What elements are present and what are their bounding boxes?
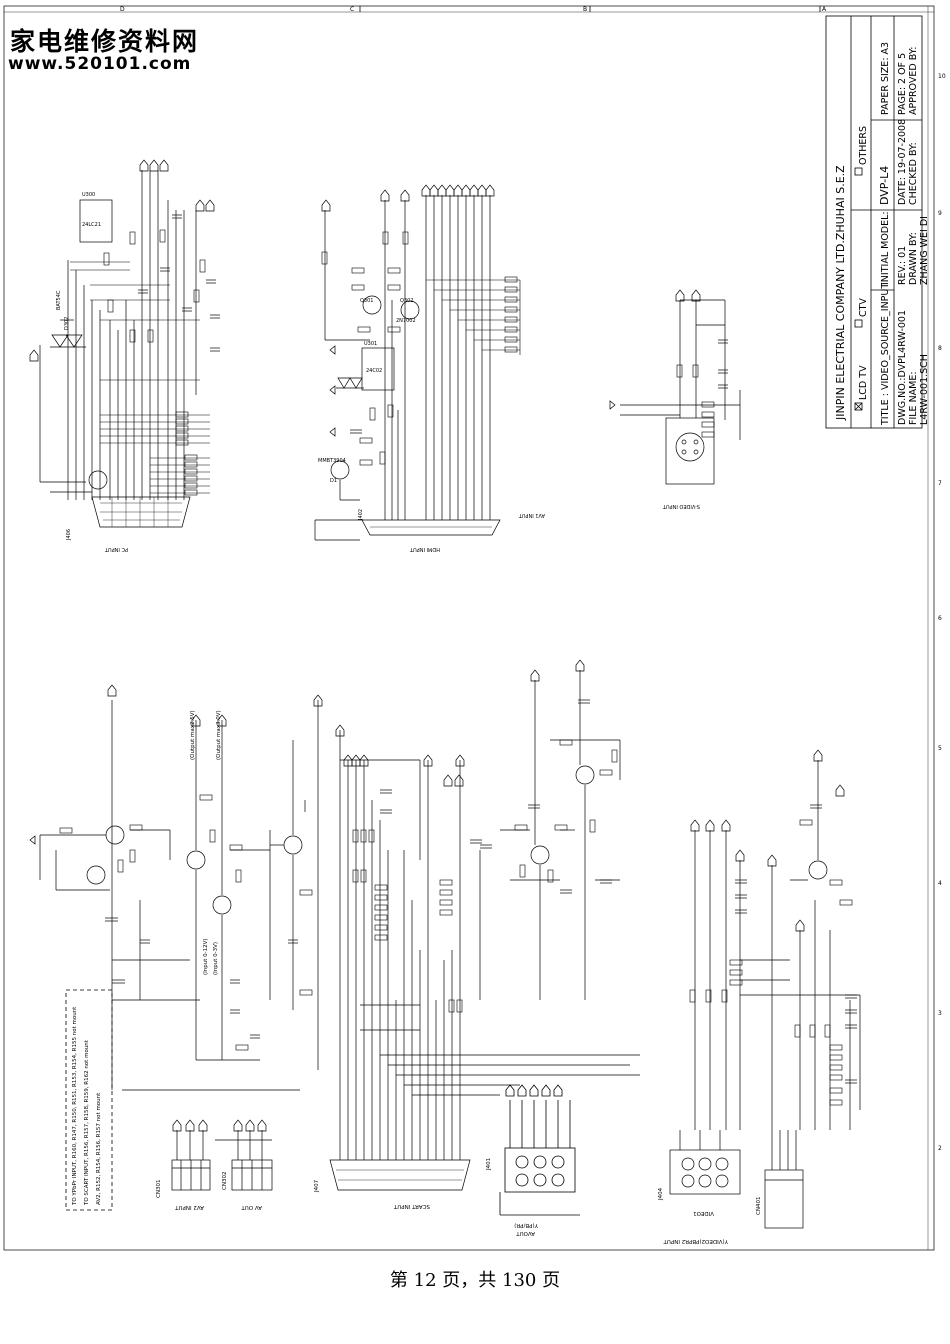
company-name: JINPIN ELECTRIAL COMPANY LTD.ZHUHAI S.E.… — [834, 165, 847, 421]
row-marker: 6 — [938, 615, 942, 622]
q302-part: 2N7002 — [396, 318, 416, 324]
drawn-by-label: DRAWN BY: — [908, 232, 919, 285]
rev: REV.: 01 — [897, 246, 908, 285]
approved-by: APPROVED BY: — [908, 47, 919, 115]
col-marker-c: C — [350, 6, 354, 13]
annotation-input-012: (Input 0-12V) — [203, 938, 209, 975]
option-lcd-tv: LCD TV — [858, 365, 869, 400]
pc-connector-ref: J406 — [66, 529, 72, 541]
annotation-input-03: (Input 0-3V) — [213, 942, 219, 975]
hdmi-eeprom-part: 24C02 — [366, 368, 382, 374]
row-marker: 2 — [938, 1145, 942, 1152]
annotation-output-max30: (Output max3.0V) — [216, 710, 222, 760]
hdmi-connector-label: HDMI INPUT — [409, 546, 440, 552]
row-marker: 7 — [938, 480, 942, 487]
s-video-label: S-VIDEO INPUT — [662, 503, 700, 509]
mount-note-box: TO YPbPr INPUT, R160, R147, R150, R151, … — [65, 989, 113, 1211]
pc-connector-label: PC INPUT — [104, 546, 128, 552]
eeprom-ref: U300 — [82, 192, 95, 198]
d1-part: MMBT3904 — [318, 458, 346, 464]
av-out-block-label: AVOUT — [516, 1230, 535, 1236]
ypbpr-sub: VIDEO1 — [693, 1210, 714, 1216]
s-video-circuit — [609, 289, 741, 485]
ypbpr-ref: J404 — [658, 1187, 664, 1201]
paper-size: PAPER SIZE: A3 — [880, 42, 891, 115]
file-name-label: FILE NAME: — [908, 371, 919, 425]
diode-part: BAT54C — [56, 290, 62, 310]
page-footer: 第 12 页，共 130 页 — [389, 1270, 561, 1291]
option-ctv: CTV — [858, 298, 869, 317]
av1-input-label: AV1 INPUT — [518, 512, 545, 518]
initial-model-label: INITIAL MODEL: — [880, 211, 891, 285]
sheet-border — [3, 5, 935, 1251]
checked-by: CHECKED BY: — [908, 142, 919, 205]
pc-input-circuit — [29, 159, 220, 528]
note-line-1: TO YPbPr INPUT, R160, R147, R150, R151, … — [72, 1006, 78, 1206]
hdmi-connector-ref: J402 — [358, 509, 364, 521]
scart-audio-out-circuit — [443, 659, 621, 1000]
av2-label: AV2 INPUT — [175, 1204, 204, 1210]
ypbpr-label: Y(VIDEO2)PBPR2 INPUT — [663, 1238, 729, 1244]
q301-ref: Q301 — [360, 298, 373, 304]
hdmi-input-circuit — [314, 184, 521, 541]
row-marker: 3 — [938, 1010, 942, 1017]
dwg-no: DWG.NO.:DVPL4RW-001 — [897, 310, 908, 425]
note-line-2: TO SCART INPUT, R156, R157, R158, R159, … — [84, 1039, 90, 1206]
watermark-chinese: 家电维修资料网 — [10, 27, 200, 56]
d1-ref: D1 — [330, 478, 337, 484]
page-number: PAGE: 2 OF 5 — [897, 53, 908, 115]
diode-ref: D302 — [64, 317, 70, 330]
scart-ref: J407 — [314, 1179, 320, 1193]
av2-ref: CN301 — [156, 1180, 162, 1198]
av-out-block-sub: Y(PB/PR) — [514, 1222, 539, 1228]
col-marker-d: D — [120, 6, 125, 13]
option-others: OTHERS — [858, 126, 869, 165]
drawn-by-name: ZHANG WEI DI — [919, 216, 930, 285]
av-out-jack-block — [499, 1084, 580, 1216]
col-marker-a: A — [822, 6, 827, 13]
row-marker: 8 — [938, 345, 942, 352]
file-name: L4RW-001.SCH — [919, 354, 930, 425]
scart-label: SCART INPUT — [393, 1203, 430, 1209]
watermark-url: www.520101.com — [8, 54, 192, 74]
title-block: JINPIN ELECTRIAL COMPANY LTD.ZHUHAI S.E.… — [825, 15, 930, 429]
dm-connector-ref: CN401 — [756, 1197, 762, 1215]
hdmi-eeprom-ref: U301 — [364, 341, 377, 347]
eeprom-part: 24LC21 — [82, 222, 101, 228]
col-marker-b: B — [583, 6, 587, 13]
row-marker: 9 — [938, 210, 942, 217]
av-out-block-ref: J401 — [486, 1158, 492, 1171]
date: DATE: 19-07-2008 — [897, 119, 908, 205]
av-out-ref: CN302 — [222, 1172, 228, 1190]
annotation-output-max25: (Output max2.5V) — [190, 710, 196, 760]
model-name: DVP-L4 — [878, 166, 891, 205]
row-marker: 5 — [938, 745, 942, 752]
scart-circuit — [329, 724, 640, 1191]
title-text: TITLE : VIDEO_SOURCE_INPUT — [880, 283, 891, 426]
av-out-label: AV OUT — [241, 1204, 262, 1210]
q302-ref: Q302 — [400, 298, 413, 304]
note-line-3: AV2, R152, R154, R156, R157 not mount — [96, 1092, 102, 1205]
row-marker: 4 — [938, 880, 942, 887]
ypbpr-circuit — [669, 749, 861, 1229]
av2-av-out-circuit — [171, 1119, 273, 1191]
row-marker: 10 — [938, 73, 946, 80]
